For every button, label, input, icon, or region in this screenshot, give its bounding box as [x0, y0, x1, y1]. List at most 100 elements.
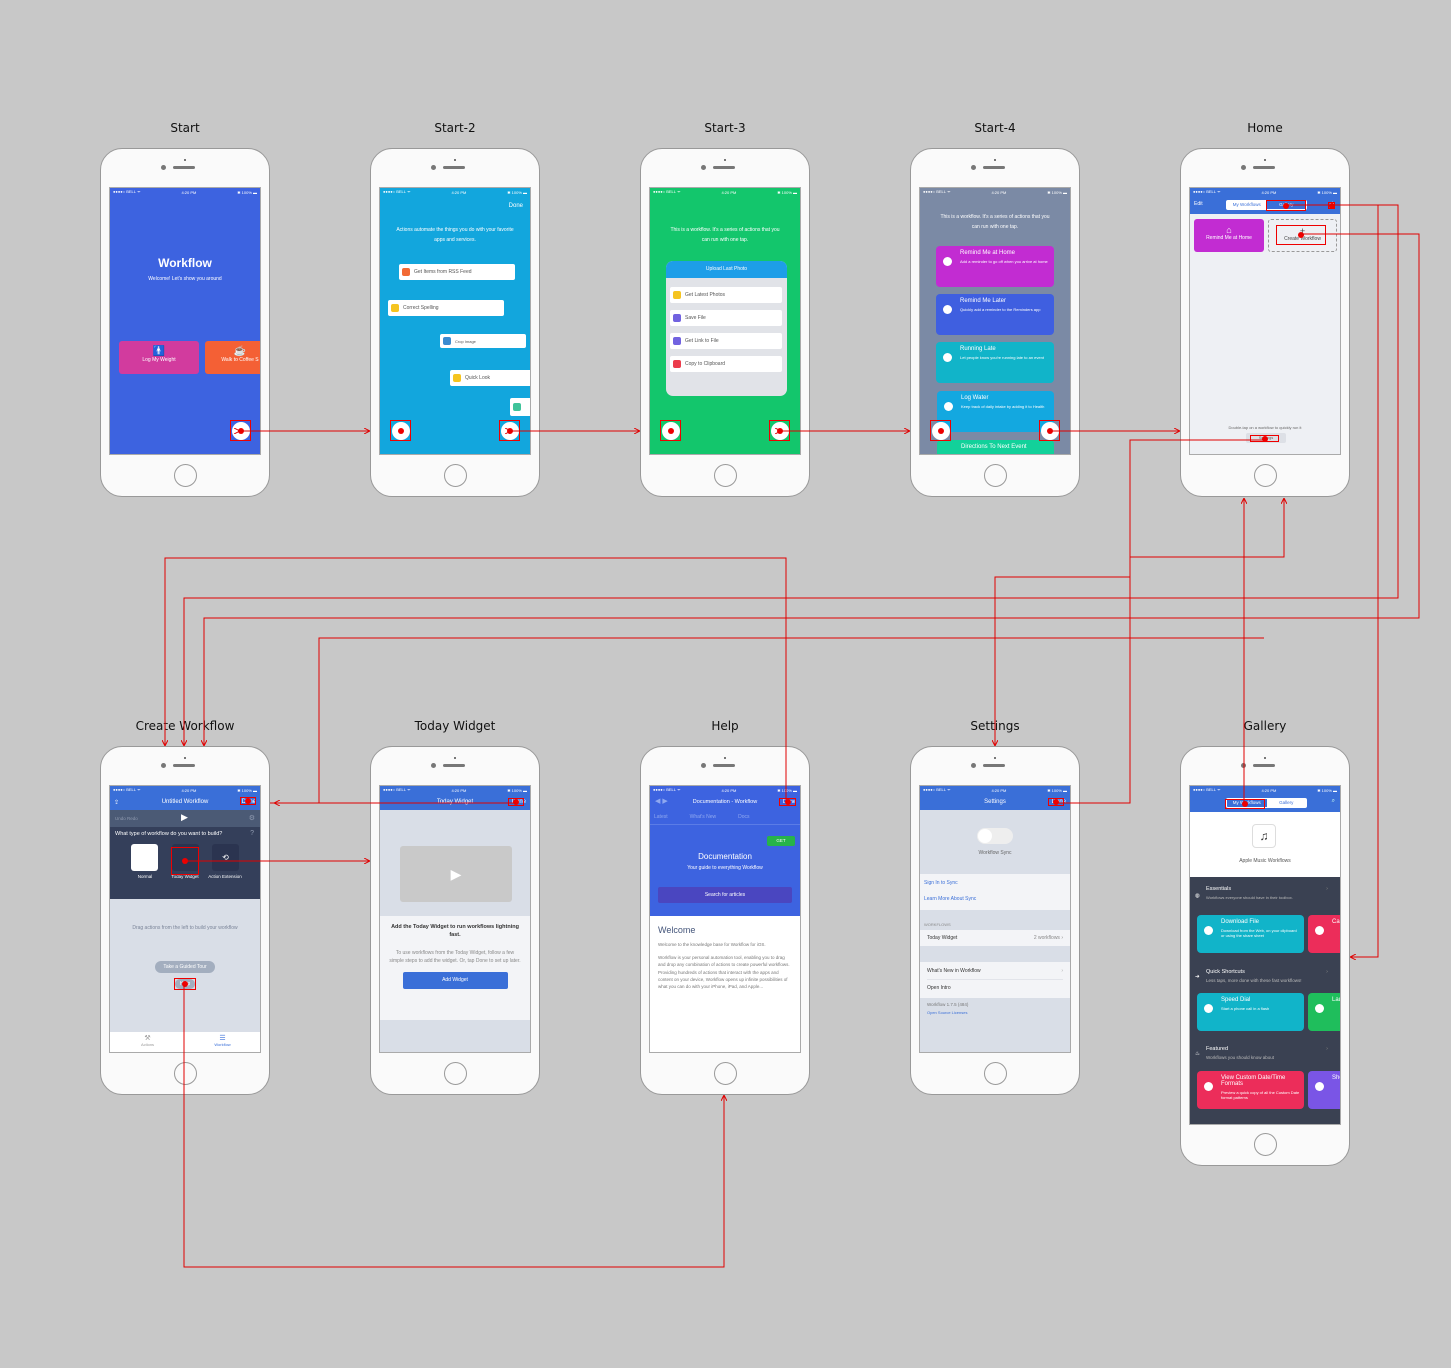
play-icon[interactable]: ▶	[181, 812, 188, 822]
search-icon[interactable]: ⌕	[1331, 798, 1335, 804]
add-widget-button[interactable]: Add Widget	[402, 972, 508, 989]
guided-tour-button[interactable]: Take a Guided Tour	[155, 961, 215, 973]
action-crop: Crop Image	[440, 334, 526, 348]
hotspot-next[interactable]	[1039, 420, 1060, 441]
sync-links: Sign In to Sync Learn More About Sync	[920, 874, 1070, 910]
action-quicklook: Quick Look	[450, 370, 530, 386]
action-get-link: Get Link to File	[670, 333, 782, 349]
hotspot-done[interactable]	[508, 798, 524, 806]
screen-title-gallery: Gallery	[1243, 719, 1287, 733]
circle-icon	[1315, 1004, 1324, 1013]
tab-my-workflows[interactable]: My Workflows	[1227, 201, 1267, 209]
screen-title-start4: Start-4	[974, 121, 1016, 135]
hotspot-next[interactable]	[230, 420, 251, 441]
get-button[interactable]: GET	[767, 836, 795, 846]
video-player[interactable]: ▶	[400, 846, 512, 902]
hotspot-create-workflow[interactable]	[1276, 225, 1326, 245]
section-essentials: ◍Essentials›Workflows everyone should ha…	[1190, 886, 1340, 953]
search-articles-button[interactable]: Search for articles	[658, 887, 792, 903]
welcome-heading: Welcome	[658, 925, 696, 935]
arrow-right-icon: ➜	[1195, 974, 1200, 980]
undo-redo: Undo Redo	[115, 816, 138, 821]
tab-bar: ⚒Actions ☰Workflow	[110, 1032, 260, 1052]
card-launch[interactable]: Lau	[1308, 993, 1340, 1031]
tab-actions[interactable]: ⚒Actions	[110, 1032, 185, 1052]
hotspot-back[interactable]	[660, 420, 681, 441]
bell-icon	[943, 353, 952, 362]
open-intro-row[interactable]: Open Intro	[927, 985, 951, 991]
target-icon	[1315, 1082, 1324, 1091]
hotspot-settings[interactable]	[1328, 202, 1335, 209]
hotspot-settings-bottom[interactable]	[1250, 435, 1279, 442]
list-icon: ☰	[219, 1035, 226, 1042]
edit-button[interactable]: Edit	[1194, 201, 1203, 207]
flame-icon: ♨	[1195, 1051, 1200, 1057]
home-button	[984, 1062, 1007, 1085]
rss-icon	[402, 268, 410, 276]
workflow-name: Upload Last Photo	[666, 261, 787, 278]
card-calc[interactable]: Cal	[1308, 915, 1340, 953]
whats-new-row[interactable]: What's New in Workflow›	[927, 962, 1063, 980]
gear-icon[interactable]: ⚙	[248, 815, 255, 822]
hotspot-next[interactable]	[499, 420, 520, 441]
coffee-card[interactable]: ☕ Walk to Coffee S	[205, 341, 260, 374]
hotspot-done[interactable]	[240, 797, 256, 805]
done-button[interactable]: Done	[508, 203, 523, 209]
hotspot-next[interactable]	[769, 420, 790, 441]
tab-docs[interactable]: Docs	[738, 814, 750, 820]
coffee-icon: ☕	[233, 346, 247, 357]
hotspot-back[interactable]	[390, 420, 411, 441]
doc-tabs: Latest What's New Docs	[650, 810, 800, 825]
share-icon[interactable]: ⇪	[114, 799, 120, 806]
hotspot-back[interactable]	[930, 420, 951, 441]
tab-latest[interactable]: Latest	[654, 814, 668, 820]
hotspot-my-workflows[interactable]	[1225, 799, 1265, 809]
card-show[interactable]: Sho	[1308, 1071, 1340, 1109]
action-save-file: Save File	[670, 310, 782, 326]
type-normal[interactable]	[131, 844, 158, 871]
type-action-extension[interactable]: ⟲	[212, 844, 239, 871]
tab-gallery[interactable]: Gallery	[1266, 799, 1306, 807]
home-button	[714, 464, 737, 487]
back-forward-icons[interactable]: ◀ ▶	[655, 798, 668, 805]
screen-title-create: Create Workflow	[135, 719, 235, 733]
home-button	[714, 1062, 737, 1085]
screen-title-home: Home	[1247, 121, 1283, 135]
hotspot-help[interactable]	[174, 978, 196, 990]
widget-body: To use workflows from the Today Widget, …	[389, 950, 521, 964]
sign-in-link[interactable]: Sign In to Sync	[924, 880, 958, 886]
home-button	[444, 464, 467, 487]
nav-title: Settings	[984, 799, 1006, 805]
person-icon: 🚹	[152, 346, 166, 357]
hotspot-done[interactable]	[1048, 798, 1064, 806]
screen-title-start: Start	[170, 121, 200, 135]
featured-banner[interactable]: ♫ Apple Music Workflows	[1190, 812, 1340, 877]
nav-title: Untitled Workflow	[161, 799, 209, 805]
tab-workflow[interactable]: ☰Workflow	[185, 1032, 260, 1052]
hotspot-today-widget[interactable]	[171, 847, 199, 875]
log-weight-card[interactable]: 🚹 Log My Weight	[119, 341, 199, 374]
home-button	[174, 1062, 197, 1085]
drag-hint: Drag actions from the left to build your…	[132, 925, 238, 931]
hotspot-done[interactable]	[779, 798, 796, 806]
sync-toggle[interactable]	[977, 828, 1013, 844]
hotspot-gallery[interactable]	[1266, 200, 1306, 211]
file-icon	[673, 337, 681, 345]
licenses-link[interactable]: Open Source Licenses	[927, 1010, 968, 1015]
tab-whats-new[interactable]: What's New	[689, 814, 717, 820]
tile-remind-home[interactable]: ⌂Remind Me at Home	[1194, 219, 1264, 252]
learn-more-link[interactable]: Learn More About Sync	[924, 896, 977, 902]
